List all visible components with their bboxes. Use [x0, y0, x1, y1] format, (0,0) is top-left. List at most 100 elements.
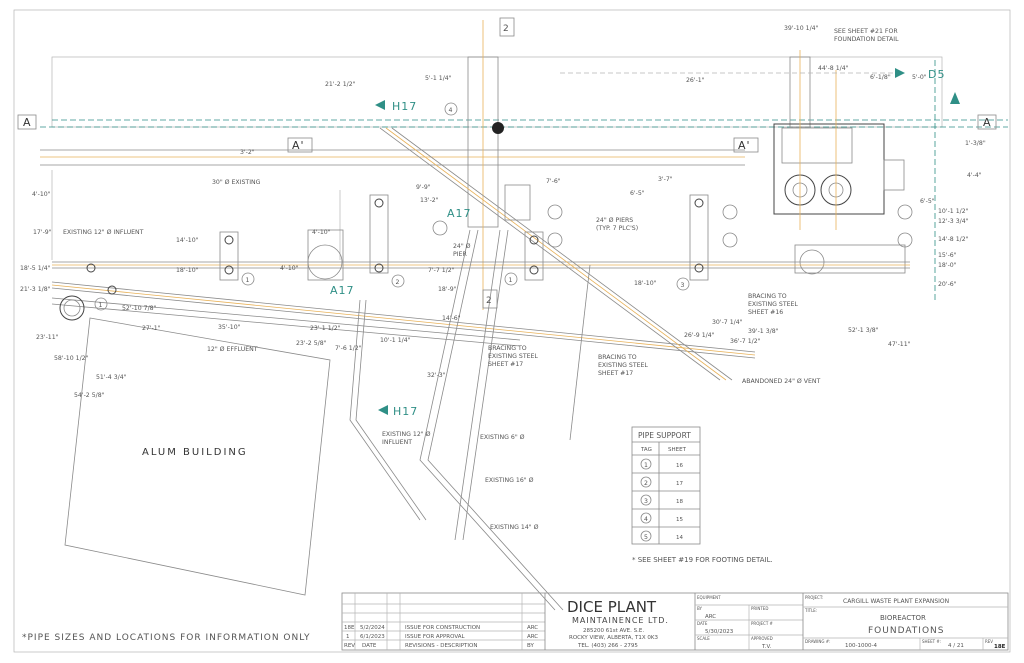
sheet-border — [13, 9, 1011, 653]
drawing-label: BRACING TO — [488, 345, 527, 352]
drawing-label: PROJECT # — [751, 621, 774, 626]
drawing-label: 14 — [676, 535, 683, 541]
drawing-label: 5 — [644, 534, 648, 541]
drawing-label: MAINTAINENCE LTD. — [572, 616, 669, 625]
company-logo-name: DICE PLANT — [567, 598, 657, 616]
drawing-label: 17'-9" — [33, 229, 52, 236]
drawing-label: 4'-10" — [32, 191, 51, 198]
drawing-label: SHEET #16 — [748, 309, 783, 316]
drawing-label: 6'-5" — [630, 190, 645, 197]
drawing-label: 18'-5 1/4" — [20, 265, 51, 272]
drawing-label: 6/1/2023 — [360, 634, 385, 640]
drawing-label: EXISTING 6" Ø — [480, 433, 525, 441]
drawing-label: APPROVED — [751, 636, 773, 641]
drawing-label: PRINTED — [751, 606, 768, 611]
project-block: PROJECT: CARGILL WASTE PLANT EXPANSION T… — [803, 595, 1008, 650]
drawing-label: EXISTING STEEL — [748, 301, 798, 308]
drawing-label: 12" Ø EFFLUENT — [207, 345, 258, 353]
drawing-label: T.V. — [761, 644, 772, 650]
drawing-label: 15'-6" — [938, 252, 957, 259]
drawing-label: 18E — [994, 644, 1006, 650]
drawing-label: 2 — [644, 480, 648, 487]
drawing-label: 18'-0" — [938, 262, 957, 269]
pipe-supports — [86, 122, 913, 295]
tag-1: 1 — [94, 297, 108, 311]
drawing-label: EXISTING 16" Ø — [485, 476, 534, 484]
table-row: 3 18 — [632, 490, 700, 506]
alum-building-outline — [64, 317, 331, 596]
drawing-label: SEE SHEET #21 FOR — [834, 28, 898, 35]
drawing-label: 4'-4" — [967, 172, 982, 179]
drawing-label: 3'-7" — [658, 176, 673, 183]
view-h17-bottom: H17 — [393, 405, 418, 418]
view-a17-top: A17 — [447, 207, 472, 220]
drawing-label: 18'-10" — [176, 267, 199, 274]
drawing-label: SHEET #17 — [488, 361, 523, 368]
drawing-label: 1 — [246, 277, 250, 284]
section-2-top: 2 — [503, 24, 509, 34]
drawing-label: 7'-7 1/2" — [428, 267, 455, 274]
drawing-label: DATE — [697, 621, 708, 626]
drawing-label: 5/30/2023 — [705, 629, 734, 635]
drawing-label: 18E — [344, 625, 355, 631]
drawing-label: 3 — [644, 498, 648, 505]
drawing-label: 5'-0" — [912, 74, 927, 81]
drawing-label: 51'-4 3/4" — [96, 374, 127, 381]
drawing-label: TITLE: — [804, 608, 817, 613]
table-row: 5 14 — [632, 526, 700, 542]
drawing-label: 18 — [676, 499, 683, 505]
section-markers: A A A' A' 2 2 H17 H17 A17 A17 D5 — [17, 17, 997, 418]
drawing-label: 27'-1" — [142, 325, 161, 332]
dimension-labels: 39'-10 1/4" 44'-8 1/4" 6'-1/8" 5'-0" 1'-… — [20, 25, 986, 399]
section-2-bottom: 2 — [486, 296, 492, 306]
drawing-label: 16 — [676, 463, 683, 469]
drawing-label: TAG — [640, 447, 652, 453]
drawing-label: 3 — [681, 282, 685, 289]
drawing-label: 5/2/2024 — [360, 625, 385, 631]
drawing-label: EXISTING STEEL — [488, 353, 538, 360]
drawing-label: ISSUE FOR APPROVAL — [405, 634, 466, 640]
view-h17-top: H17 — [392, 100, 417, 113]
drawing-label: EXISTING 14" Ø — [490, 523, 539, 531]
drawing-label: CARGILL WASTE PLANT EXPANSION — [843, 598, 949, 605]
pipes — [51, 127, 910, 611]
section-a-right: A — [983, 116, 992, 129]
drawing-label: 30'-7 1/4" — [712, 319, 743, 326]
drawing-label: 1 — [99, 302, 103, 309]
drawing-label: BRACING TO — [598, 354, 637, 361]
drawing-label: 10'-1 1/4" — [380, 337, 411, 344]
footing-note: * SEE SHEET #19 FOR FOOTING DETAIL. — [632, 556, 773, 564]
drawing-label: 20'-6" — [938, 281, 957, 288]
section-a-prime-right: A' — [738, 139, 751, 152]
drawing-label: 4 / 21 — [948, 643, 964, 649]
drawing-label: 6'-1/8" — [870, 74, 891, 81]
drawing-label: 30" Ø EXISTING — [212, 178, 261, 186]
drawing-label: 18'-10" — [634, 280, 657, 287]
drawing-label: (TYP. 7 PLC'S) — [596, 225, 638, 232]
drawing-label: 4'-10" — [312, 229, 331, 236]
drawing-label: BY — [527, 643, 534, 649]
drawing-label: DRAWING #: — [805, 639, 830, 644]
tag-1: 1 — [504, 272, 518, 286]
drawing-label: DATE — [362, 643, 377, 649]
drawing-label: TEL. (403) 266 - 2795 — [577, 643, 638, 649]
drawing-label: 5'-1 1/4" — [425, 75, 452, 82]
drawing-label: 23'-1 1/2" — [310, 325, 341, 332]
drawing-label: 2 — [396, 279, 400, 286]
drawing-label: ARC — [705, 614, 716, 620]
drawing-label: 39'-10 1/4" — [784, 25, 819, 32]
drawing-label: 7'-6" — [546, 178, 561, 185]
drawing-label: ARC — [527, 634, 538, 640]
drawing-label: SHEET — [668, 447, 687, 453]
tag-4: 4 — [444, 102, 458, 116]
drawing-label: BIOREACTOR — [880, 614, 926, 622]
drawing-label: BY — [697, 606, 703, 611]
drawing-label: 6'-5" — [920, 198, 935, 205]
drawing-label: PIER — [453, 251, 467, 258]
company-block: DICE PLANT MAINTAINENCE LTD. 285200 61st… — [567, 598, 669, 649]
drawing-label: 15 — [676, 517, 683, 523]
drawing-label: FOUNDATION DETAIL — [834, 36, 899, 43]
